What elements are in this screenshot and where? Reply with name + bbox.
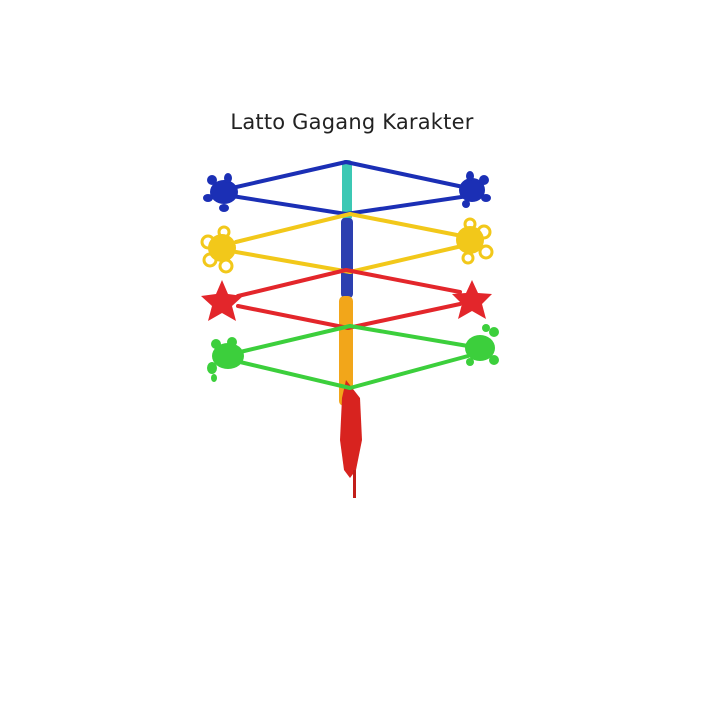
handle-middle-segment — [341, 218, 353, 298]
handle-lower-segment — [339, 296, 353, 406]
crab-icon — [200, 225, 236, 274]
handle-tip — [353, 470, 356, 498]
product-title: Latto Gagang Karakter — [230, 110, 474, 134]
toy-handle — [339, 160, 362, 498]
tier-yellow — [234, 212, 464, 274]
crab-icon — [456, 217, 494, 265]
handle-top-segment — [342, 160, 352, 220]
tier-red — [236, 268, 462, 330]
tier-blue — [230, 160, 470, 216]
tier-green — [238, 324, 470, 390]
star-icon — [201, 280, 243, 321]
handle-grip — [340, 380, 362, 478]
frog-icon — [465, 324, 499, 366]
star-icon — [452, 280, 492, 319]
turtle-icon — [459, 171, 491, 208]
frog-icon — [207, 337, 244, 382]
turtle-icon — [203, 173, 238, 212]
